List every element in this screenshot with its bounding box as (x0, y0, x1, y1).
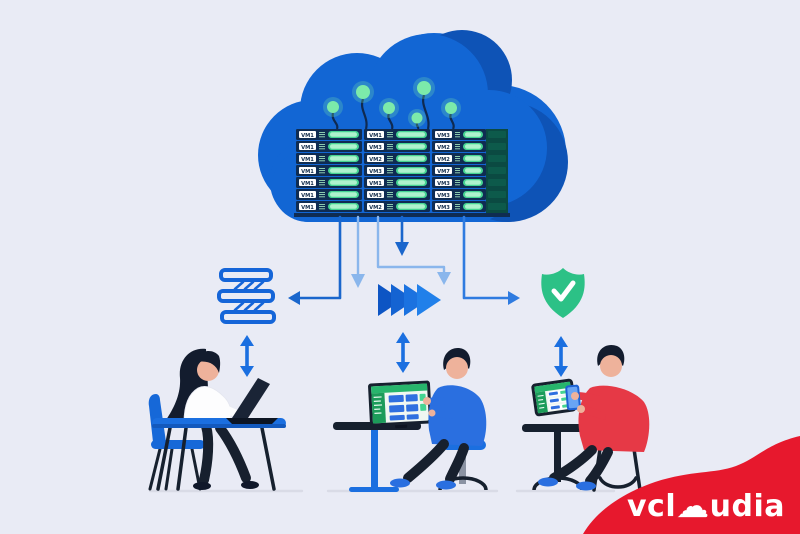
server-rack-column-3: VM3 VM2 VM2 VM7 VM3 VM3 VM3 (431, 128, 487, 213)
sync-arrow-middle (396, 332, 410, 373)
vm-label: VM3 (437, 193, 450, 199)
storage-stack-icon (217, 268, 276, 324)
flow-arrows (288, 215, 520, 305)
person-left-woman-laptop (148, 348, 286, 491)
shield-check-icon (541, 268, 585, 318)
fast-forward-icon (378, 284, 441, 316)
rack-base-bar (294, 213, 510, 217)
brand-blob (583, 436, 800, 534)
face (600, 355, 622, 377)
vm-label: VM1 (301, 181, 314, 187)
vm-label: VM1 (301, 193, 314, 199)
monitor (368, 380, 432, 429)
person-middle-man-monitor (333, 348, 488, 492)
vm-label: VM1 (369, 133, 382, 139)
network-node-icons (323, 77, 461, 130)
person-right-man-mobile (522, 344, 650, 492)
vm-label: VM1 (301, 133, 314, 139)
vm-label: VM7 (437, 169, 450, 175)
vm-label: VM2 (437, 145, 450, 151)
server-rack-column-2: VM1 VM3 VM2 VM3 VM1 VM3 VM2 (363, 128, 431, 213)
vm-label: VM1 (301, 205, 314, 211)
face (446, 357, 468, 379)
sync-arrow-left (240, 335, 254, 377)
cloud-o-icon: ☁ (676, 486, 710, 525)
brand-wordmark: vcl☁udia (627, 486, 785, 525)
rack-side-panel (486, 129, 508, 217)
vm-label: VM1 (301, 169, 314, 175)
vm-label: VM3 (437, 181, 450, 187)
server-rack-column-1: VM1 VM1 VM1 VM1 VM1 VM1 VM1 (295, 128, 363, 213)
sync-arrow-right (554, 336, 568, 377)
hair (196, 351, 221, 373)
vm-label: VM1 (301, 145, 314, 151)
vm-label: VM3 (369, 145, 382, 151)
vm-label: VM3 (369, 169, 382, 175)
vm-label: VM3 (437, 133, 450, 139)
vm-label: VM2 (369, 205, 382, 211)
vm-label: VM3 (437, 205, 450, 211)
laptop (226, 378, 278, 424)
vm-label: VM2 (369, 157, 382, 163)
vm-label: VM1 (301, 157, 314, 163)
table (522, 424, 594, 432)
vm-label: VM2 (437, 157, 450, 163)
desk-legs (156, 426, 276, 491)
vm-label: VM1 (369, 181, 382, 187)
brand-logo: vcl☁udia (583, 436, 800, 534)
vm-label: VM3 (369, 193, 382, 199)
sync-arrows (240, 332, 568, 377)
tablet (531, 378, 577, 417)
